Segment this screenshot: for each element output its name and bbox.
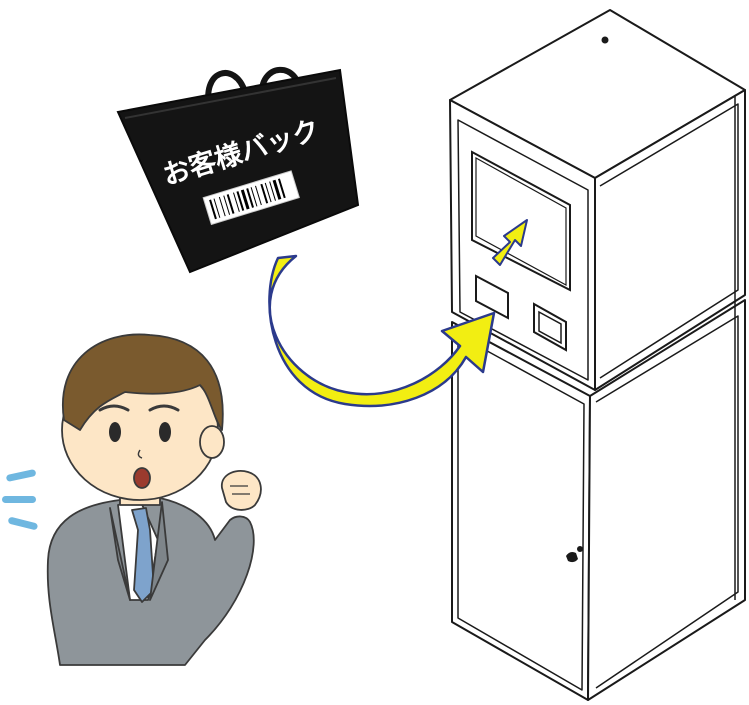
bag-body <box>116 68 360 274</box>
businessman <box>46 333 262 666</box>
hair <box>61 333 224 431</box>
mouth <box>133 467 151 489</box>
machine-lower-front <box>451 321 591 701</box>
barcode-icon <box>202 170 300 226</box>
customer-bag: お客様バック <box>116 66 360 274</box>
card-slot-icon[interactable] <box>475 274 509 320</box>
locker-machine <box>449 9 746 701</box>
keyhole-icon[interactable] <box>566 546 583 563</box>
machine-upper-side <box>594 89 746 391</box>
tie <box>131 507 155 603</box>
machine-screen[interactable] <box>471 150 571 292</box>
surprise-marks-icon <box>2 469 38 530</box>
machine-lower-side <box>587 299 746 701</box>
square-button-icon[interactable] <box>533 302 567 352</box>
flow-arrow <box>268 254 496 408</box>
up-right-arrow-icon <box>492 219 528 266</box>
